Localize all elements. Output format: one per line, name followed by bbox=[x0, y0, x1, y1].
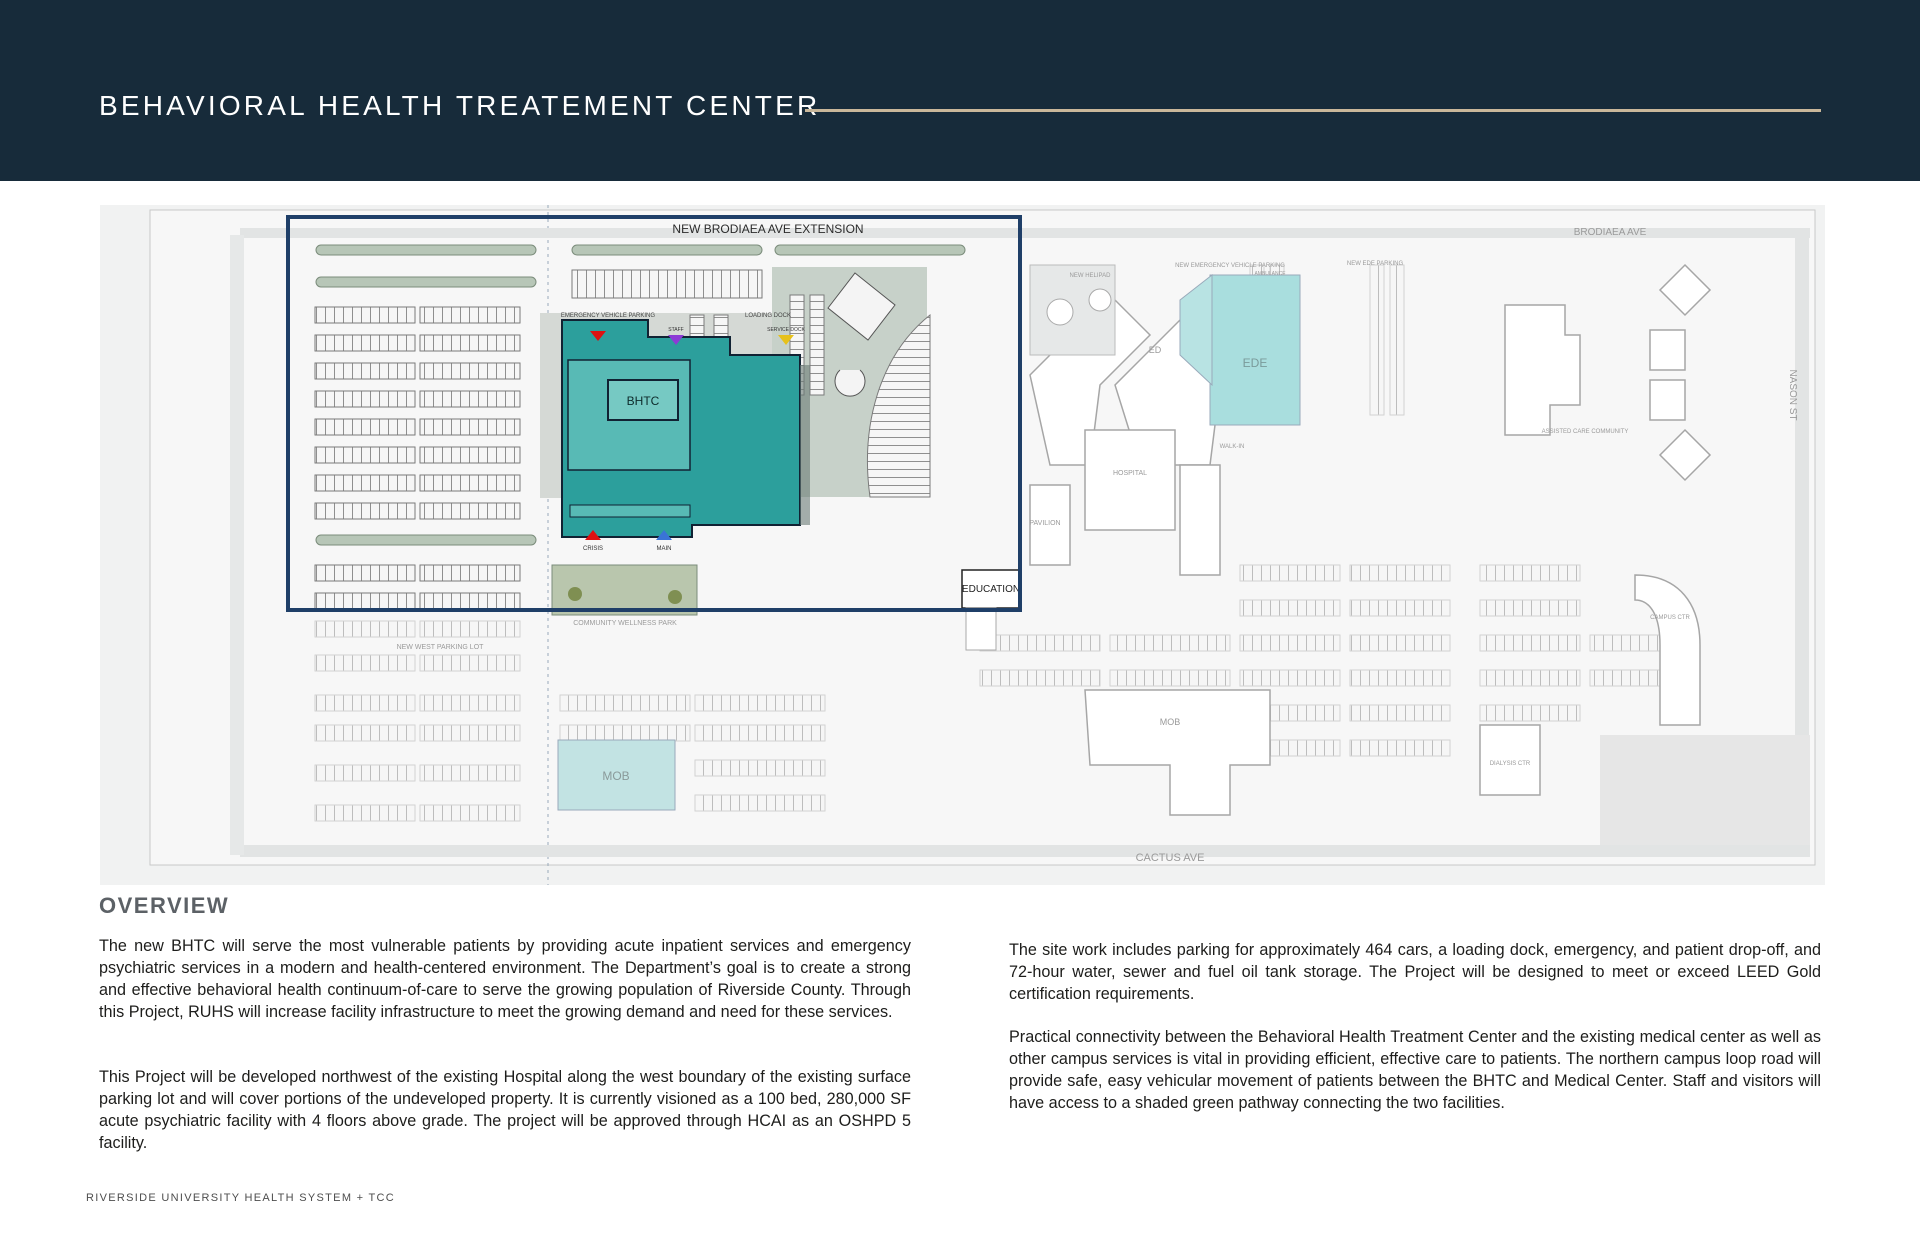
dialysis-building bbox=[1479, 724, 1541, 796]
north-east-building bbox=[827, 272, 896, 341]
mob-building bbox=[1084, 689, 1271, 816]
label-mob-new: MOB bbox=[602, 769, 629, 783]
label-new-emergency-parking: NEW EMERGENCY VEHICLE PARKING bbox=[1175, 263, 1285, 269]
overview-paragraph-3: The site work includes parking for appro… bbox=[1009, 941, 1821, 1003]
education-annex bbox=[965, 607, 997, 651]
label-community-park: COMMUNITY WELLNESS PARK bbox=[573, 620, 677, 627]
label-education: EDUCATION bbox=[962, 584, 1020, 595]
brodiaea-road bbox=[240, 228, 1810, 238]
label-hospital: HOSPITAL bbox=[1113, 470, 1147, 477]
emergency-entry-marker bbox=[590, 331, 606, 341]
label-staff: STAFF bbox=[668, 327, 683, 333]
label-pavilion: PAVILION bbox=[1029, 520, 1060, 527]
ede-building bbox=[1209, 274, 1301, 426]
site-plan: BHTC EMERGENCY VEHICLE PARKING LOADING D… bbox=[100, 205, 1825, 885]
project-highlight-frame bbox=[286, 215, 1022, 612]
main-entry-marker bbox=[656, 530, 672, 540]
campus-center-building bbox=[1634, 574, 1701, 726]
ede-wing bbox=[1179, 273, 1213, 387]
label-dialysis-ctr: DIALYSIS CTR bbox=[1490, 761, 1531, 767]
park-tree bbox=[668, 590, 682, 604]
nason-road bbox=[1795, 230, 1809, 850]
crisis-entry-marker bbox=[585, 530, 601, 540]
label-new-west-parking: NEW WEST PARKING LOT bbox=[397, 644, 485, 651]
page-header: BEHAVIORAL HEALTH TREATEMENT CENTER bbox=[0, 0, 1920, 181]
label-loading-dock: LOADING DOCK bbox=[745, 313, 791, 319]
north-medians bbox=[315, 244, 966, 546]
label-crisis: CRISIS bbox=[583, 546, 603, 552]
overview-paragraph-1: The new BHTC will serve the most vulnera… bbox=[99, 937, 911, 1021]
label-nason: NASON ST bbox=[1787, 369, 1798, 420]
assisted-care-buildings bbox=[1504, 263, 1712, 482]
label-cactus: CACTUS AVE bbox=[1136, 852, 1205, 864]
cactus-road bbox=[240, 845, 1810, 857]
footer-text: RIVERSIDE UNIVERSITY HEALTH SYSTEM + TCC bbox=[86, 1192, 396, 1204]
service-dock-marker bbox=[778, 335, 794, 345]
helipad-circle-2 bbox=[1088, 288, 1112, 312]
label-ede: EDE bbox=[1243, 356, 1268, 370]
west-parking-rows bbox=[314, 306, 521, 610]
label-campus-ctr: CAMPUS CTR bbox=[1650, 615, 1690, 621]
overview-paragraph-2: This Project will be developed northwest… bbox=[99, 1068, 911, 1152]
bhtc-label: BHTC bbox=[627, 394, 660, 408]
new-mob-building bbox=[557, 739, 676, 811]
label-service-dock: SERVICE DOCK bbox=[767, 327, 805, 333]
overview-paragraph-4: Practical connectivity between the Behav… bbox=[1009, 1028, 1821, 1112]
curved-parking bbox=[867, 313, 931, 498]
east-parking-vertical-2 bbox=[809, 294, 825, 396]
page-title: BEHAVIORAL HEALTH TREATEMENT CENTER bbox=[99, 90, 821, 121]
bhtc-entry-canopy bbox=[569, 504, 691, 518]
header-rule bbox=[805, 109, 1821, 112]
label-new-brodiaea: NEW BRODIAEA AVE EXTENSION bbox=[672, 222, 863, 236]
overview-heading: OVERVIEW bbox=[99, 893, 230, 918]
label-emergency-parking: EMERGENCY VEHICLE PARKING bbox=[561, 313, 655, 319]
southeast-lot bbox=[1600, 735, 1810, 845]
park-tree bbox=[568, 587, 582, 601]
label-ambulance: AMBULANCE bbox=[1254, 271, 1286, 277]
bhtc-core bbox=[607, 379, 679, 421]
label-new-ede-parking: NEW EDE PARKING bbox=[1347, 261, 1404, 267]
label-brodiaea: BRODIAEA AVE bbox=[1574, 227, 1647, 238]
bhtc-shadow bbox=[800, 365, 810, 525]
label-assisted-care: ASSISTED CARE COMMUNITY bbox=[1542, 429, 1629, 435]
bhtc-north-parking bbox=[571, 269, 763, 299]
west-road bbox=[230, 235, 244, 855]
label-ed: ED bbox=[1149, 345, 1162, 355]
label-new-helipad: NEW HELIPAD bbox=[1070, 273, 1112, 279]
education-building bbox=[961, 569, 1021, 609]
drop-off-loop bbox=[834, 369, 866, 397]
label-main: MAIN bbox=[657, 546, 672, 552]
staff-entry-marker bbox=[668, 335, 684, 345]
label-mob: MOB bbox=[1160, 717, 1181, 727]
label-walk-in: WALK-IN bbox=[1220, 444, 1245, 450]
helipad-circle bbox=[1046, 298, 1074, 326]
